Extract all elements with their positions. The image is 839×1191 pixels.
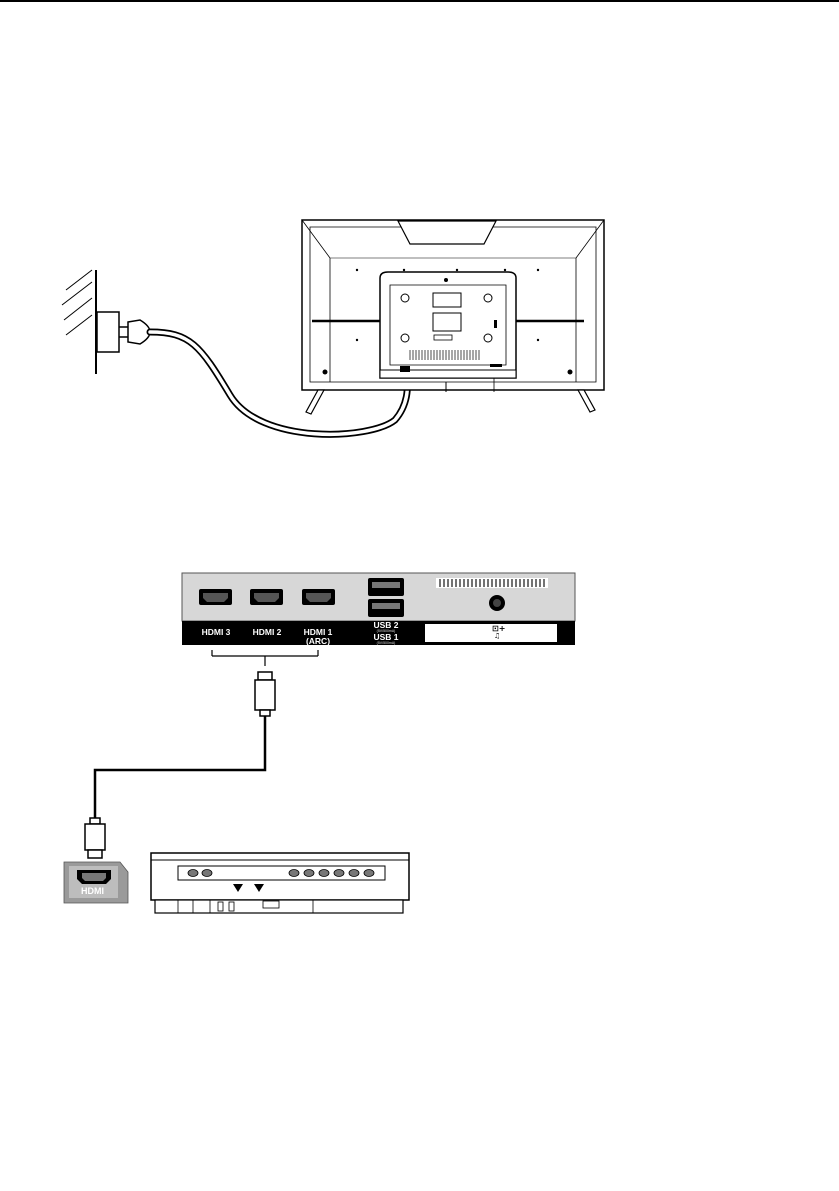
- source-device: [151, 853, 409, 913]
- tv-back: [302, 220, 604, 414]
- source-hdmi-label: HDMI: [81, 886, 104, 896]
- wall-socket: [97, 312, 119, 352]
- hdmi-cable: [85, 672, 275, 858]
- source-hdmi-port[interactable]: [64, 862, 128, 903]
- hdmi3-label: HDMI 3: [198, 627, 234, 637]
- usb2-port[interactable]: [368, 578, 404, 596]
- hdmi3-port[interactable]: [199, 589, 232, 605]
- wall: [62, 270, 96, 374]
- hdmi1-port[interactable]: [302, 589, 335, 605]
- headphone-symbol: ♫: [494, 632, 500, 641]
- headphone-jack[interactable]: [489, 595, 505, 611]
- usb1-port[interactable]: [368, 599, 404, 617]
- hdmi1-arc-label: (ARC): [300, 636, 336, 646]
- usb1-rating: (5V/500mA): [368, 641, 404, 645]
- hdmi2-port[interactable]: [250, 589, 283, 605]
- hdmi2-label: HDMI 2: [249, 627, 285, 637]
- hdmi-port-bracket: [212, 650, 318, 666]
- power-plug: [119, 320, 150, 344]
